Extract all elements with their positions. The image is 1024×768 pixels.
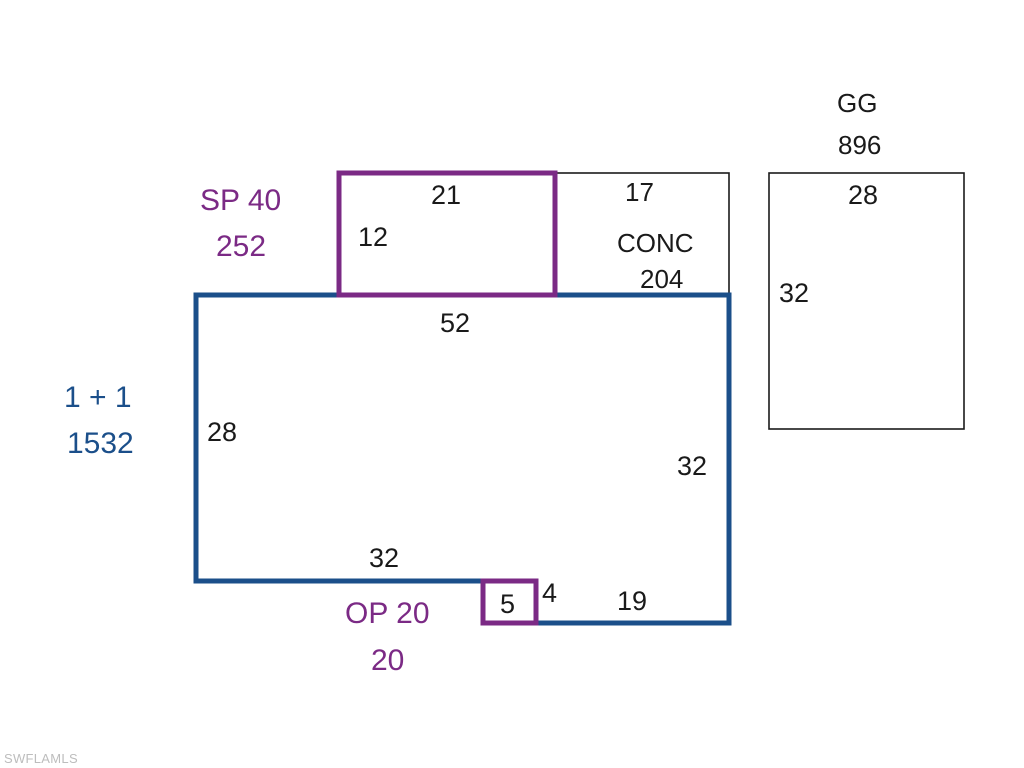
open-porch-outline bbox=[480, 578, 539, 626]
concrete-dim-top: 17 bbox=[625, 177, 654, 207]
open-porch-sqft: 20 bbox=[371, 644, 405, 677]
garage-outline bbox=[768, 172, 965, 430]
main-dim-bottom-right: 19 bbox=[617, 586, 648, 616]
main-dim-bottom: 32 bbox=[369, 543, 400, 573]
open-porch-dim: 5 bbox=[500, 589, 516, 619]
screen-porch-label: SP 40 bbox=[200, 184, 282, 217]
garage-sqft: 896 bbox=[838, 130, 882, 160]
main-dim-top: 52 bbox=[440, 308, 471, 338]
screen-porch-outline bbox=[336, 170, 558, 298]
open-porch-label: OP 20 bbox=[345, 597, 430, 630]
garage-dim-side: 32 bbox=[779, 278, 810, 308]
screen-porch-dim-side: 12 bbox=[358, 222, 389, 252]
garage-dim-top: 28 bbox=[848, 180, 879, 210]
main-living-outline bbox=[193, 292, 732, 626]
garage-label: GG bbox=[837, 88, 878, 118]
screen-porch-sqft: 252 bbox=[216, 230, 267, 263]
concrete-label: CONC bbox=[617, 228, 694, 258]
concrete-sqft: 204 bbox=[640, 264, 684, 294]
screen-porch-dim-top: 21 bbox=[431, 180, 462, 210]
main-dim-right: 32 bbox=[677, 451, 708, 481]
watermark: SWFLAMLS bbox=[4, 751, 78, 766]
main-area-sqft: 1532 bbox=[67, 427, 134, 460]
main-dim-step: 4 bbox=[542, 578, 558, 608]
main-area-label: 1 + 1 bbox=[64, 381, 132, 414]
main-dim-left: 28 bbox=[207, 417, 238, 447]
